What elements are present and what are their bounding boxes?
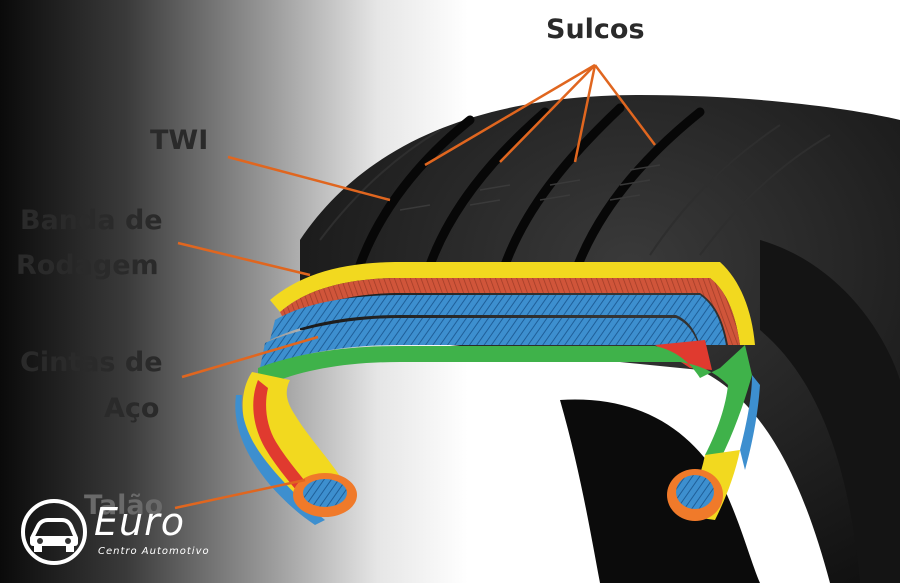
leader-sulcos-4 [594,64,656,146]
leader-banda [177,241,311,277]
tread-grooves [355,103,705,270]
cap-ply-layer [280,278,740,345]
leader-sulcos-3 [573,64,597,163]
label-talao: Talão [84,490,164,521]
euro-logo: Euro Centro Automotivo [18,496,248,576]
label-cintas-line2: Aço [104,393,160,424]
leader-cintas [181,335,319,379]
leader-lines [174,63,656,510]
car-emblem-icon [21,499,87,565]
leader-talao [174,478,306,510]
label-cintas-line1: Cintas de [20,347,163,378]
logo-subtitle: Centro Automotivo [98,546,210,557]
tire-inner-opening [560,399,760,583]
label-sulcos: Sulcos [546,14,645,45]
label-banda-line1: Banda de [20,205,163,236]
steel-belt-2 [260,318,700,368]
label-banda-line2: Rodagem [16,250,159,281]
leader-twi [227,155,391,202]
steel-belt-1 [270,295,726,345]
carcass-layer [258,345,752,460]
leader-sulcos-1 [424,63,596,167]
leader-sulcos-2 [499,64,596,163]
label-twi: TWI [150,125,209,156]
logo-name: Euro [94,500,185,544]
tread-band-layer [270,262,755,345]
